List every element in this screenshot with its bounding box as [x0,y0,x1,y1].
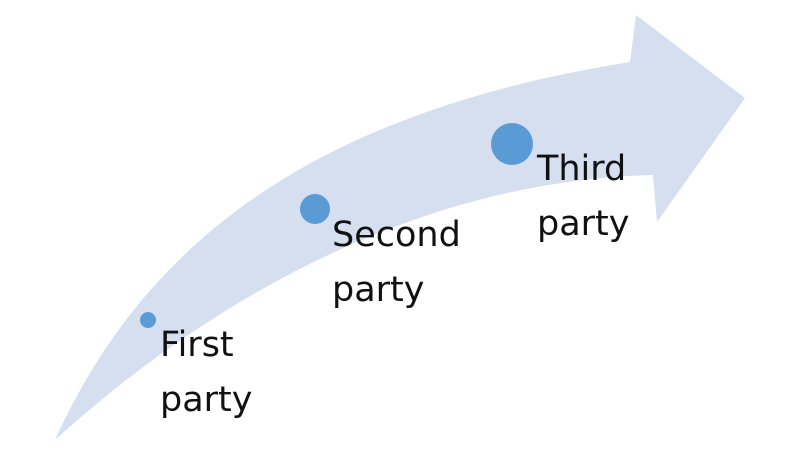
curved-arrow-shape [55,15,745,440]
stage-dot-third [491,123,533,165]
stage-dot-first [140,312,156,328]
stage-label-first: First party [160,318,253,428]
stage-label-second: Second party [332,208,461,318]
stage-label-first-line1: First [160,325,234,365]
stage-label-third-line1: Third [537,149,627,189]
stage-label-first-line2: party [160,380,253,420]
stage-label-third: Third party [537,142,630,252]
stage-label-second-line2: party [332,270,425,310]
stage-label-third-line2: party [537,204,630,244]
stage-label-second-line1: Second [332,215,461,255]
stage-dot-second [300,194,330,224]
